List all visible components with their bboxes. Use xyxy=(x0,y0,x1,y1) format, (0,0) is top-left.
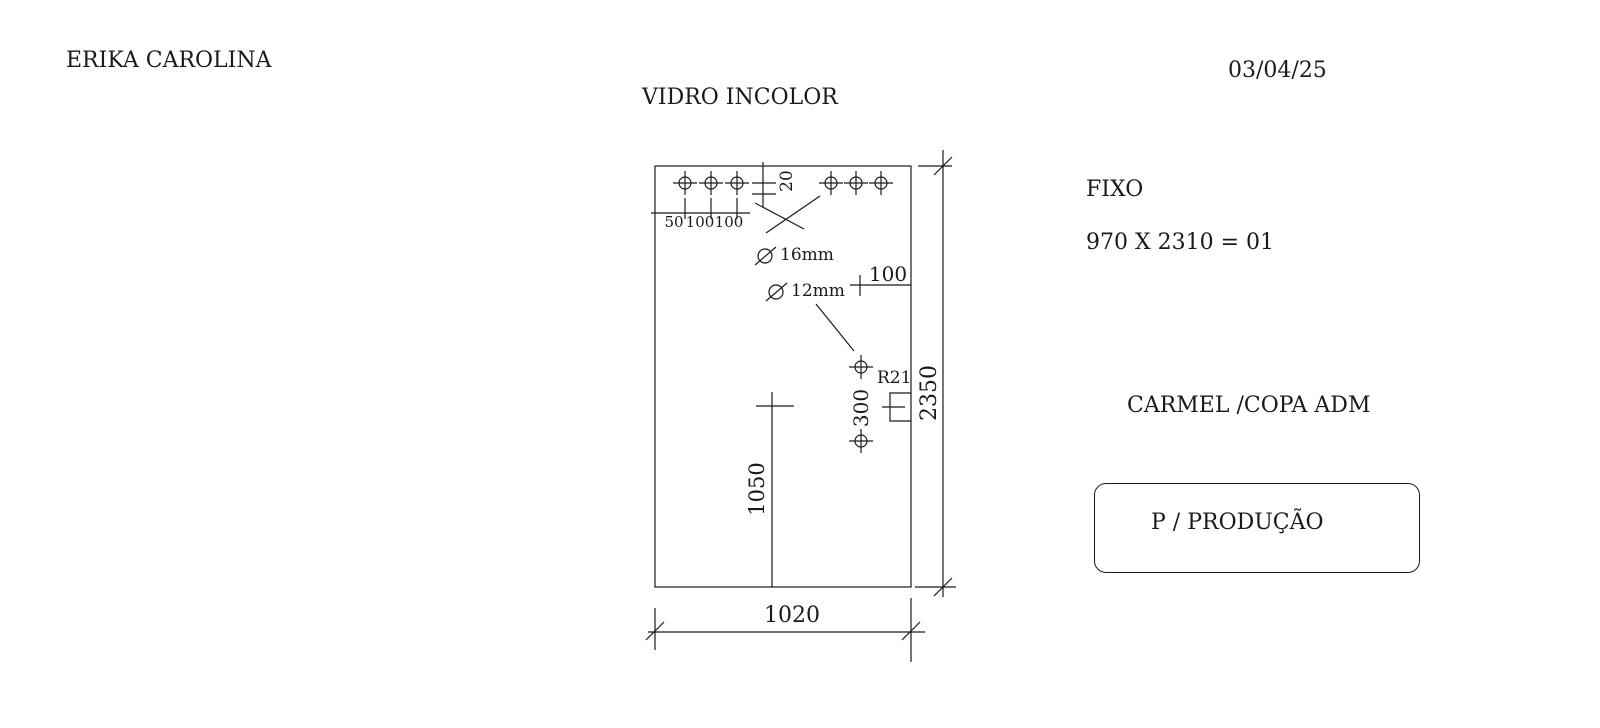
location-label: CARMEL /COPA ADM xyxy=(1127,393,1371,418)
dimension-width xyxy=(645,598,925,662)
width-dimension-label: 1020 xyxy=(764,603,820,628)
height-dimension-label: 2350 xyxy=(917,365,942,421)
leader-12mm xyxy=(815,303,855,352)
hole-spacing-label-2: 100 xyxy=(686,213,715,231)
client-name: ERIKA CAROLINA xyxy=(66,48,272,73)
hole-spacing-dimension xyxy=(651,198,750,219)
top-offset-label: 20 xyxy=(777,170,797,192)
hole-spacing-label-3: 100 xyxy=(715,213,744,231)
diameter-symbol-12 xyxy=(765,282,788,302)
right-offset-label: 100 xyxy=(869,262,907,286)
date-label: 03/04/25 xyxy=(1228,58,1327,83)
glass-type-label: VIDRO INCOLOR xyxy=(642,85,838,110)
vertical-spacing-label: 300 xyxy=(849,389,873,427)
center-height-label: 1050 xyxy=(745,462,769,515)
hole-spacing-label-1: 50 xyxy=(664,213,683,231)
leader-16mm xyxy=(765,195,821,234)
hole-12mm-label: 12mm xyxy=(791,281,845,301)
top-right-holes xyxy=(819,171,893,195)
top-offset-dimension xyxy=(752,162,776,207)
radius-notch xyxy=(882,392,911,422)
top-left-holes xyxy=(673,171,749,195)
leader-16mm-bar xyxy=(754,202,805,230)
radius-label: R21 xyxy=(877,368,911,388)
right-offset-dimension xyxy=(850,275,911,296)
hole-16mm-label: 16mm xyxy=(780,245,834,265)
glass-panel-outline xyxy=(654,165,912,588)
production-box: P / PRODUÇÃO xyxy=(1094,483,1420,573)
size-quantity-label: 970 X 2310 = 01 xyxy=(1086,230,1275,255)
piece-type-label: FIXO xyxy=(1086,177,1144,202)
production-label: P / PRODUÇÃO xyxy=(1151,510,1324,535)
right-side-holes xyxy=(849,355,873,453)
diameter-symbol-16 xyxy=(754,246,777,266)
center-height-dimension xyxy=(756,392,794,587)
dimension-height xyxy=(915,150,956,597)
